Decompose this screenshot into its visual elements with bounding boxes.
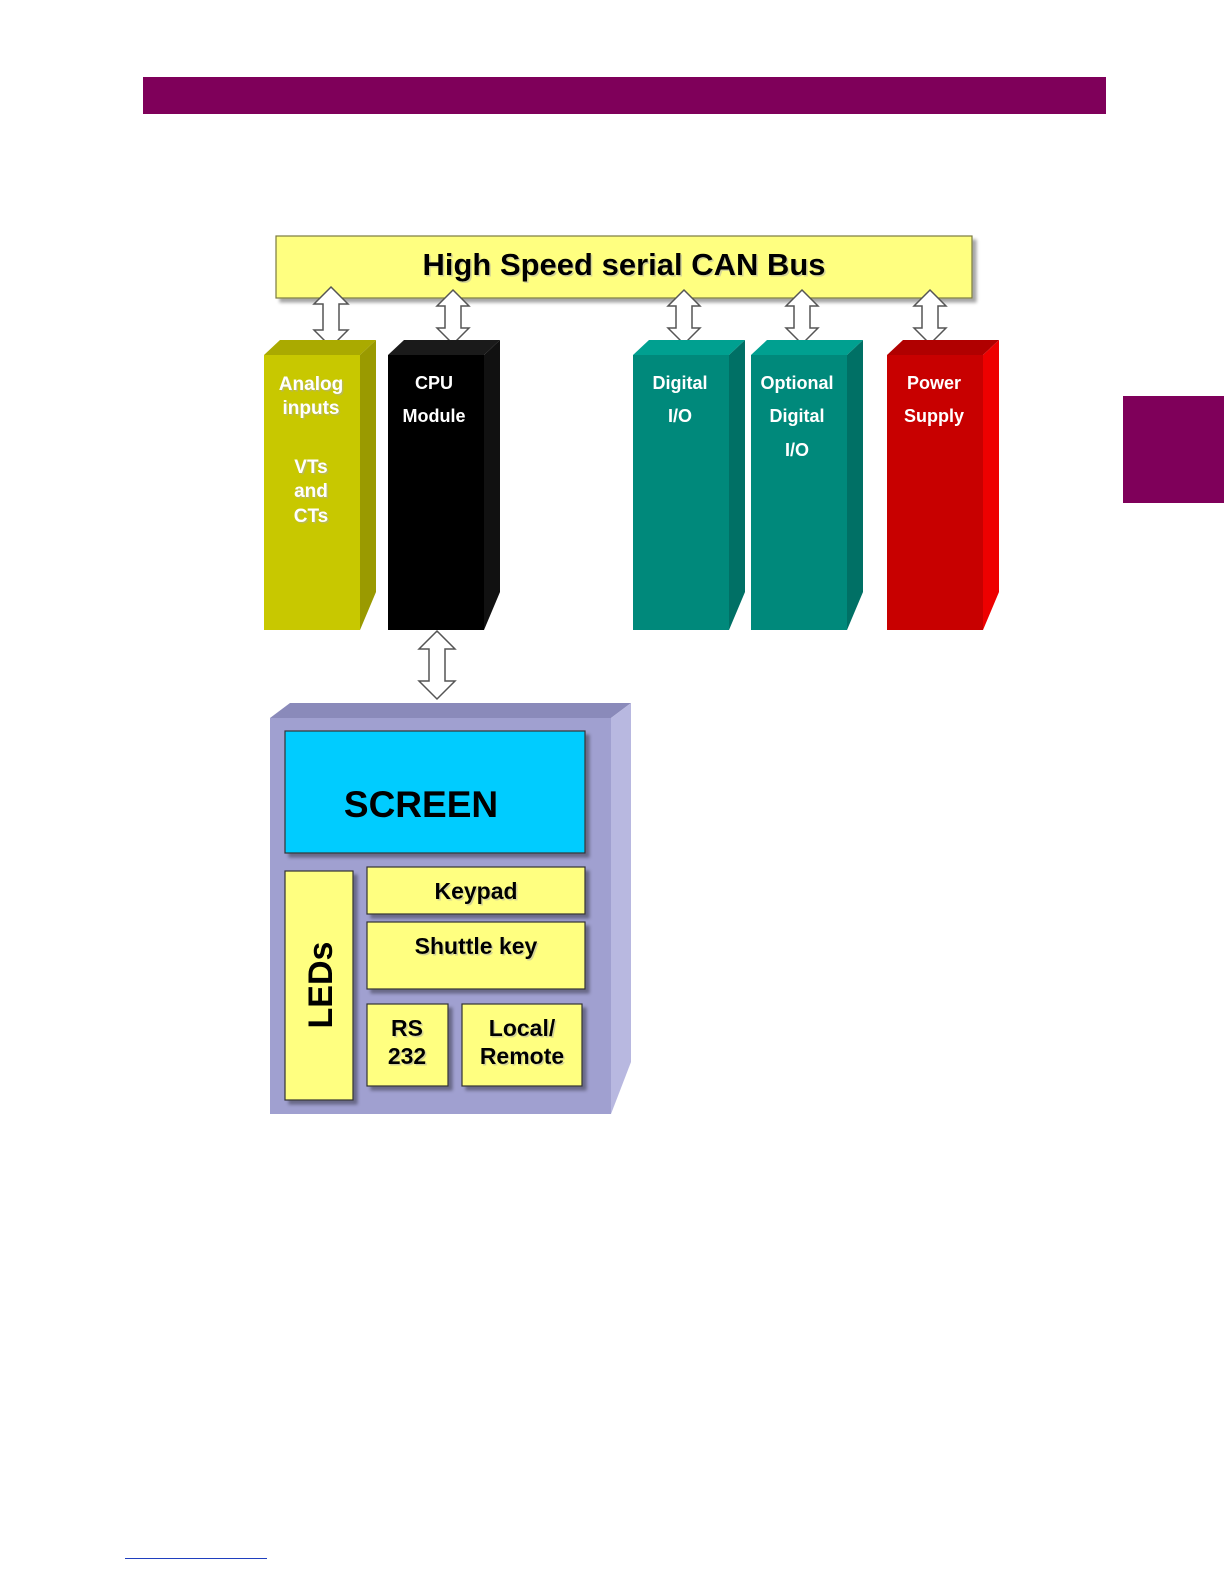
keypad-label: Keypad: [434, 878, 517, 904]
analog-label-line1: Analog: [279, 374, 343, 395]
optional-digital-label-line2: Digital: [769, 406, 824, 426]
cpu-label-line2: Module: [403, 406, 466, 426]
module-cpu: CPU Module: [388, 340, 500, 630]
analog-label-line4: and: [294, 481, 328, 502]
analog-label-line5: CTs: [294, 506, 328, 527]
front-panel: SCREEN LEDs Keypad Shuttle key RS 232 Lo…: [270, 703, 631, 1114]
local-remote-label-line2: Remote: [480, 1043, 564, 1069]
digital-label-line1: Digital: [652, 373, 707, 393]
module-optional-digital-io: Optional Digital I/O: [751, 340, 863, 630]
cpu-label-line1: CPU: [415, 373, 453, 393]
module-digital-io: Digital I/O: [633, 340, 745, 630]
optional-digital-label-line3: I/O: [785, 440, 809, 460]
leds-label: LEDs: [302, 942, 340, 1029]
shuttle-key-label: Shuttle key: [415, 933, 538, 959]
analog-label-line3: VTs: [294, 457, 327, 478]
arrow-cpu-panel: [419, 631, 455, 699]
screen-label: SCREEN: [344, 784, 498, 825]
module-analog-inputs: Analog inputs VTs and CTs: [264, 340, 376, 630]
digital-label-line2: I/O: [668, 406, 692, 426]
power-label-line1: Power: [907, 373, 961, 393]
module-power-supply: Power Supply: [887, 340, 999, 630]
rs232-label-line2: 232: [388, 1043, 426, 1069]
power-label-line2: Supply: [904, 406, 964, 426]
optional-digital-label-line1: Optional: [761, 373, 834, 393]
analog-label-line2: inputs: [283, 398, 340, 419]
local-remote-label-line1: Local/: [489, 1015, 556, 1041]
can-bus-label: High Speed serial CAN Bus: [422, 247, 825, 282]
can-bus: High Speed serial CAN Bus: [276, 236, 972, 298]
rs232-label-line1: RS: [391, 1015, 423, 1041]
